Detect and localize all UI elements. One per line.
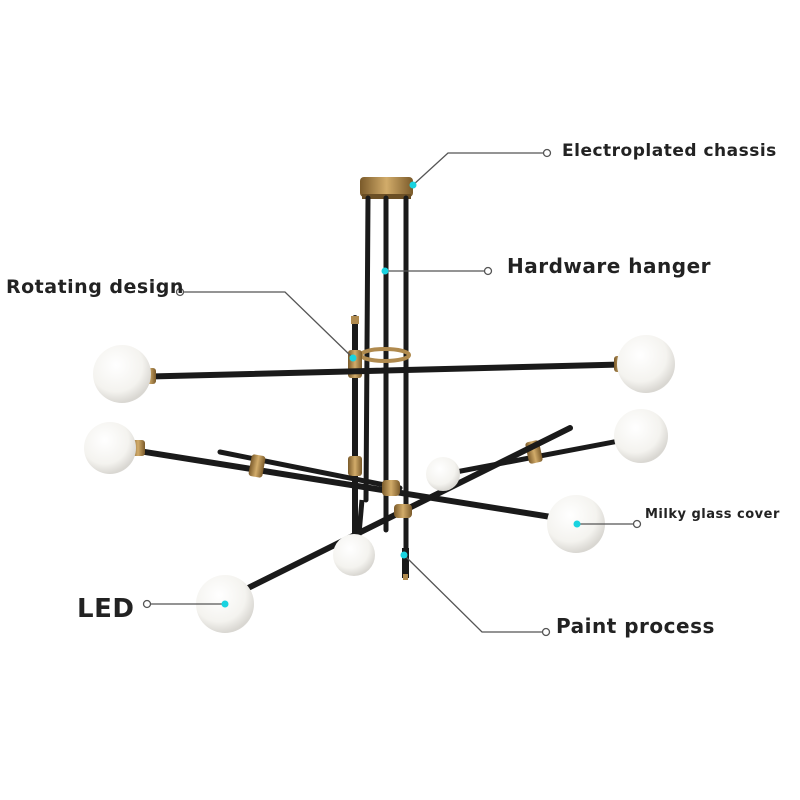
globe	[614, 409, 668, 463]
label-electroplated-chassis: Electroplated chassis	[562, 141, 777, 161]
label-paint-process: Paint process	[556, 614, 715, 638]
label-hardware-hanger: Hardware hanger	[507, 254, 711, 278]
leader-endpoints	[142, 148, 642, 637]
globe	[333, 534, 375, 576]
label-rotating-design: Rotating design	[6, 276, 184, 298]
label-milky-glass-cover: Milky glass cover	[645, 507, 780, 522]
leader-lines	[147, 152, 637, 633]
globe	[426, 457, 460, 491]
arm-diagonal	[237, 425, 573, 595]
hanger-rods	[363, 195, 409, 558]
arm-second	[117, 440, 573, 523]
globe	[617, 335, 675, 393]
globe	[93, 345, 151, 403]
globe	[84, 422, 136, 474]
label-led: LED	[77, 594, 135, 624]
marker-dots	[221, 181, 581, 608]
